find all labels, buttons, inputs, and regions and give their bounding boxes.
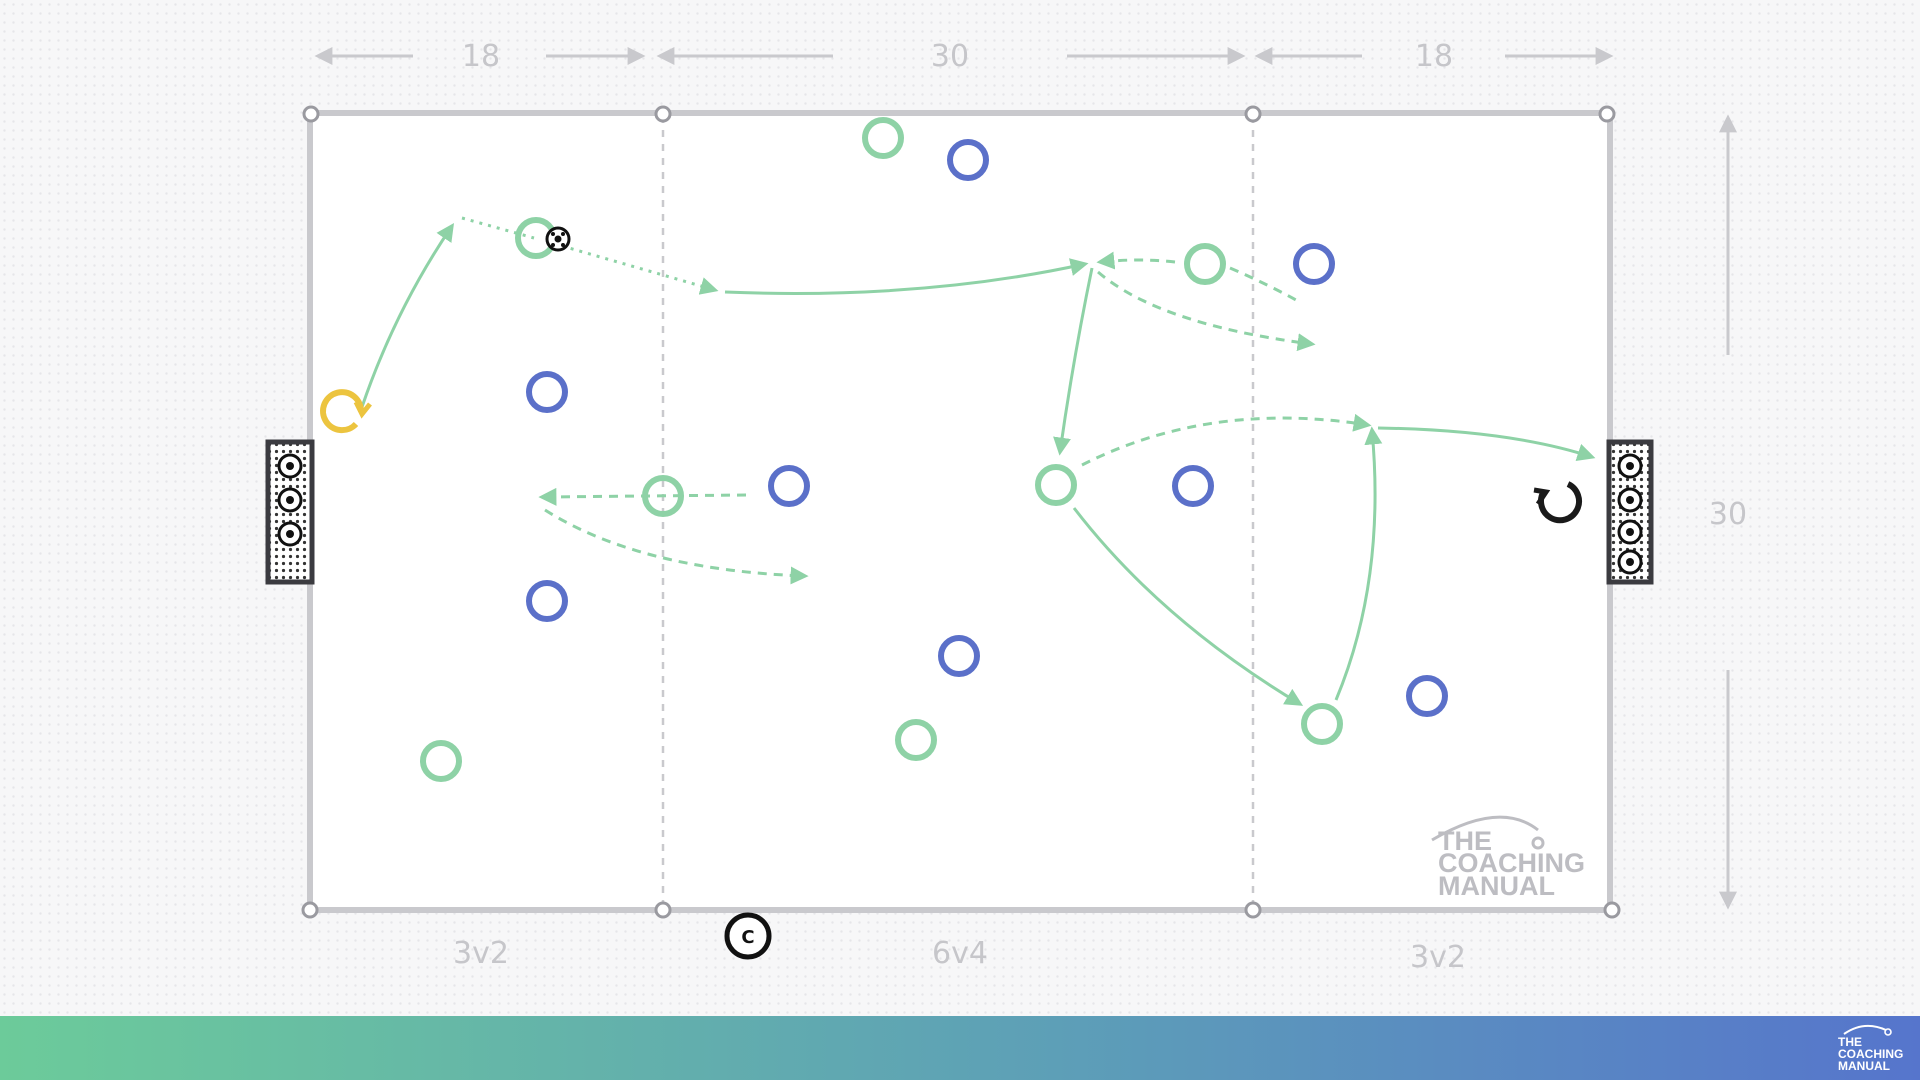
- green-player-icon: [1035, 464, 1077, 506]
- zone-left-label: 3v2: [453, 936, 509, 971]
- run-arrow: [1081, 413, 1372, 467]
- pass-arrow: [1053, 267, 1094, 456]
- footer-logo-line-2: COACHING: [1838, 1047, 1904, 1061]
- green-player-icon: [1301, 703, 1343, 745]
- dimension-right-width: 18: [1415, 39, 1453, 74]
- footer-logo: THE COACHING MANUAL: [1836, 1024, 1908, 1074]
- dribble-arrow: [461, 216, 535, 240]
- blue-player-icon: [1293, 243, 1335, 285]
- watermark-logo: THE COACHING MANUAL: [1431, 815, 1585, 901]
- blue-player-icon: [526, 371, 568, 413]
- blue-player-icon: [526, 580, 568, 622]
- session-diagram: 18 30 18 30: [265, 39, 1747, 975]
- dimension-pitch-height: 30: [1709, 497, 1747, 532]
- coach-label: C: [741, 927, 754, 948]
- goal-icon: [1606, 439, 1654, 585]
- logo-arc-icon: [1843, 1024, 1892, 1036]
- green-player-icon: [1184, 243, 1226, 285]
- footer-logo-line-1: THE: [1838, 1035, 1862, 1049]
- blue-player-icon: [1406, 675, 1448, 717]
- run-arrow: [1097, 270, 1316, 352]
- blue-player-icon: [938, 635, 980, 677]
- goal-icon: [265, 439, 315, 585]
- dimension-left-width: 18: [462, 39, 500, 74]
- green-team: [420, 117, 1343, 782]
- pass-arrow: [1334, 426, 1383, 701]
- green-player-icon: [862, 117, 904, 159]
- pass-arrow: [724, 258, 1089, 295]
- ball-icon: [545, 226, 571, 252]
- blue-player-icon: [768, 465, 810, 507]
- blue-player-icon: [947, 139, 989, 181]
- gk-pass-arrow: [360, 223, 455, 408]
- goalkeeper-icon: [320, 389, 372, 434]
- pitch: [301, 105, 1621, 919]
- dimension-middle-width: 30: [931, 39, 969, 74]
- coach-icon: C: [724, 912, 772, 960]
- goalkeeper-icon: [1533, 481, 1582, 524]
- green-player-icon: [642, 475, 684, 517]
- zone-middle-label: 6v4: [932, 936, 988, 971]
- blue-team: [526, 139, 1448, 717]
- shot-arrow: [1377, 426, 1596, 462]
- green-player-icon: [895, 719, 937, 761]
- footer-bar: THE COACHING MANUAL: [0, 1016, 1920, 1080]
- run-arrow: [1096, 251, 1176, 270]
- blue-player-icon: [1172, 465, 1214, 507]
- footer-logo-line-3: MANUAL: [1838, 1059, 1890, 1073]
- zone-right-label: 3v2: [1410, 940, 1466, 975]
- green-player-icon: [420, 740, 462, 782]
- watermark-line-1: THE: [1438, 826, 1492, 856]
- watermark-line-2: COACHING: [1438, 848, 1585, 878]
- run-arrow: [1229, 266, 1297, 302]
- watermark-line-3: MANUAL: [1438, 871, 1555, 901]
- run-arrow: [544, 508, 809, 585]
- pass-arrow: [1072, 507, 1304, 706]
